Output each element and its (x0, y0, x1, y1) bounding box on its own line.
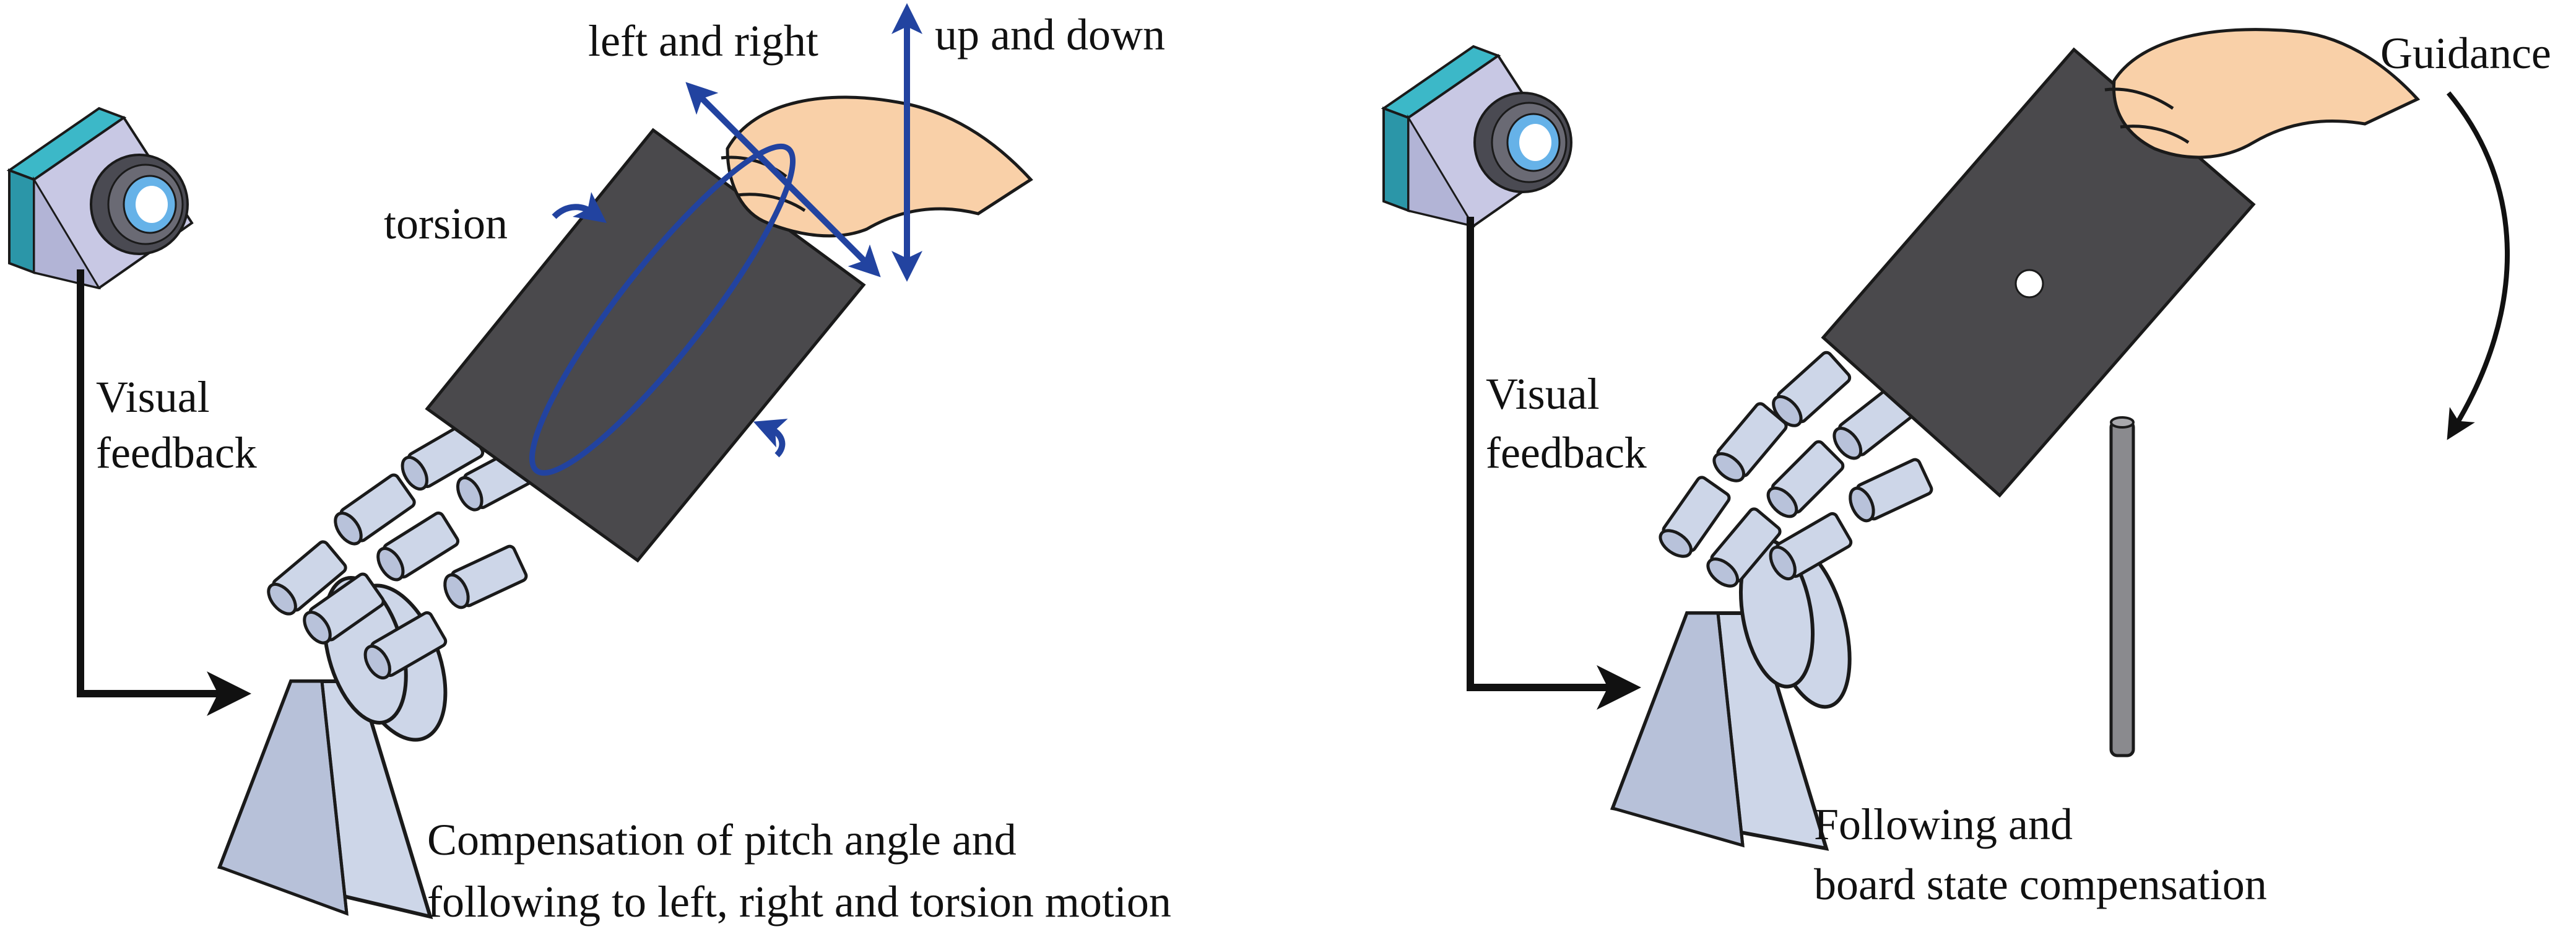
right-caption: board state compensation (1814, 860, 2267, 909)
torsion-arrow (552, 192, 607, 223)
left-right-arrow (685, 82, 881, 277)
visual-feedback-arrow (1467, 217, 1641, 710)
torsion-label: torsion (384, 199, 508, 248)
right-caption: Following and (1814, 800, 2073, 849)
visual-feedback-label: feedback (1486, 428, 1647, 478)
left-caption: following to left, right and torsion mot… (427, 877, 1171, 927)
up-and-down-label: up and down (935, 10, 1165, 59)
visual-feedback-label: Visual (1486, 369, 1600, 419)
left-and-right-label: left and right (588, 16, 818, 66)
camera-icon (6, 107, 194, 290)
right-panel: Visual feedback (1381, 28, 2551, 909)
guidance-label: Guidance (2380, 28, 2551, 78)
left-caption: Compensation of pitch angle and (427, 815, 1017, 865)
pole-icon (2109, 416, 2135, 757)
camera-icon (1381, 45, 1572, 228)
board-hole (2014, 269, 2044, 299)
left-panel: Visual feedback (6, 2, 1171, 927)
robot-hand-icon (1655, 351, 1933, 709)
robot-hand-icon (262, 422, 540, 742)
board-icon (1821, 47, 2256, 498)
visual-feedback-label: feedback (96, 428, 257, 478)
human-hand-icon (2104, 28, 2421, 159)
guidance-arrow (2446, 91, 2510, 440)
robot-base (217, 679, 433, 920)
visual-feedback-label: Visual (96, 372, 210, 422)
visual-feedback-arrow (77, 269, 251, 716)
torsion-arrow (753, 419, 788, 458)
